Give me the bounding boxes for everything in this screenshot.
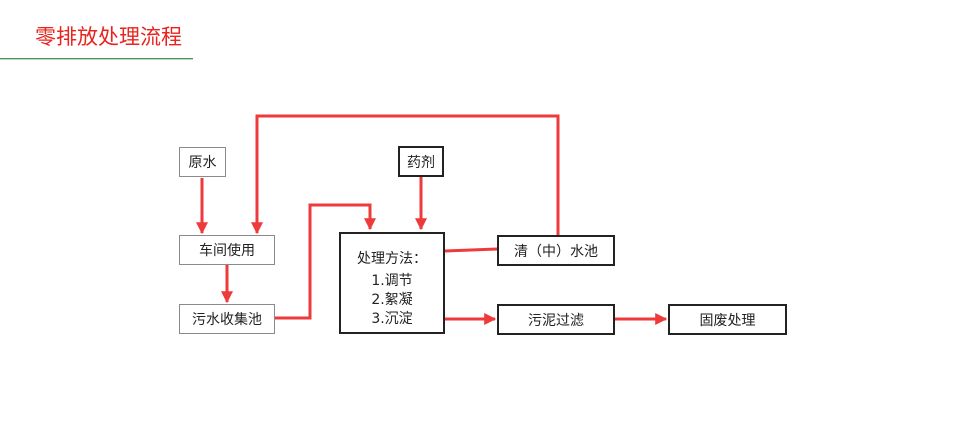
sewage-pool-box: 污水收集池 xyxy=(179,304,275,334)
title-underline xyxy=(0,58,193,59)
treatment-step: 1.调节 xyxy=(371,273,413,289)
sludge-filter-box: 污泥过滤 xyxy=(497,304,615,335)
treatment-method-box: 处理方法： 1.调节 2.絮凝 3.沉淀 xyxy=(339,232,445,334)
line-method-to-clear xyxy=(444,247,498,253)
solid-waste-box: 固废处理 xyxy=(668,304,787,335)
treatment-steps: 1.调节 2.絮凝 3.沉淀 xyxy=(341,272,443,329)
treatment-step: 3.沉淀 xyxy=(371,311,413,327)
workshop-box: 车间使用 xyxy=(179,235,275,265)
page-title: 零排放处理流程 xyxy=(35,25,182,49)
arrow-sewage-to-method xyxy=(274,203,376,320)
title-underline-shadow xyxy=(0,59,193,60)
chemicals-box: 药剂 xyxy=(398,146,444,177)
treatment-step: 2.絮凝 xyxy=(371,292,413,308)
arrow-clear-back-to-workshop xyxy=(251,114,560,236)
raw-water-box: 原水 xyxy=(179,147,226,177)
treatment-method-label: 处理方法： xyxy=(357,251,427,267)
clear-water-pool-box: 清（中）水池 xyxy=(497,235,615,266)
